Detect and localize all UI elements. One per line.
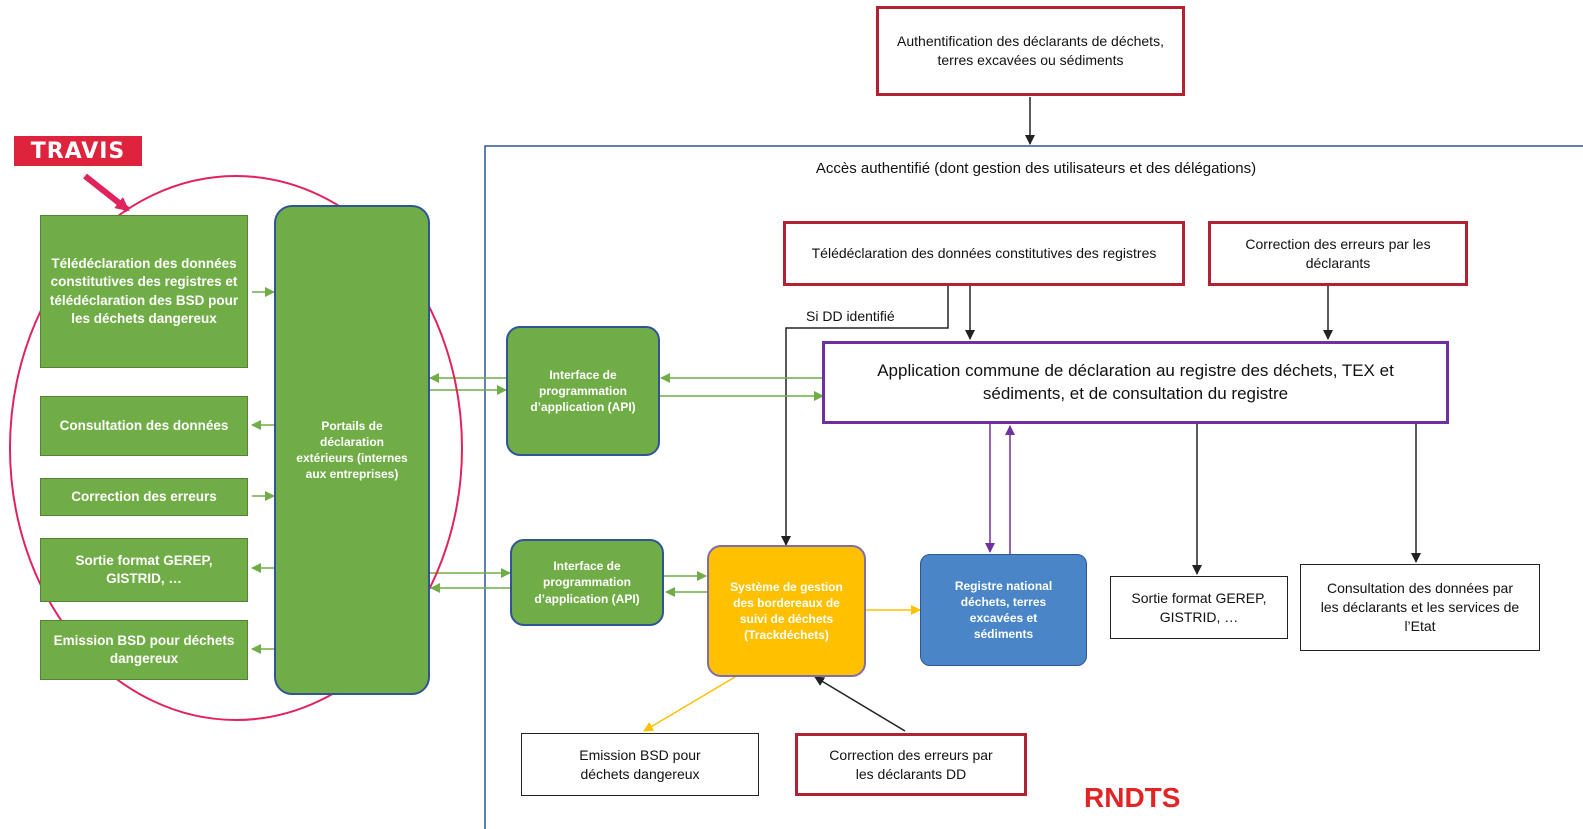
authenticated-area-frame (484, 145, 1583, 829)
correction-top-box: Correction des erreurs par les déclarant… (1208, 221, 1468, 286)
left-action-consultation: Consultation des données (40, 396, 248, 456)
trackdechets-box: Système de gestion des bordereaux de sui… (707, 545, 866, 677)
logo-text: TRAVIS (30, 138, 126, 164)
highlight-pointer-arrow (83, 173, 130, 213)
arrow-correction-dd-to-trackdechets (814, 676, 906, 732)
application-box: Application commune de déclaration au re… (822, 341, 1449, 424)
sortie-right-box: Sortie format GEREP, GISTRID, … (1110, 576, 1288, 639)
left-action-sortie: Sortie format GEREP, GISTRID, … (40, 538, 248, 602)
registre-box: Registre national déchets, terres excavé… (920, 554, 1087, 666)
emission-bottom-box: Emission BSD pour déchets dangereux (521, 733, 759, 796)
highlight-ellipse (9, 175, 463, 721)
travis-logo: TRAVIS (14, 136, 142, 166)
api-box-top: Interface de programmation d’application… (506, 326, 660, 456)
arrow-trackdechets-to-emission (643, 676, 736, 732)
authenticated-area-title: Accès authentifié (dont gestion des util… (815, 160, 1257, 177)
auth-box: Authentification des déclarants de déche… (876, 6, 1185, 96)
correction-dd-box: Correction des erreurs par les déclarant… (795, 733, 1027, 796)
portal-box: Portails de déclaration extérieurs (inte… (274, 205, 430, 695)
rndts-label: RNDTS (1084, 782, 1181, 813)
left-action-teledeclaration: Télédéclaration des données constitutive… (40, 215, 248, 368)
teledeclaration-box: Télédéclaration des données constitutive… (783, 221, 1185, 286)
consultation-right-box: Consultation des données par les déclara… (1300, 564, 1540, 651)
api-box-bottom: Interface de programmation d’application… (510, 539, 664, 626)
arrow-si-dd (781, 286, 949, 546)
si-dd-label: Si DD identifié (800, 308, 901, 324)
left-action-emission: Emission BSD pour déchets dangereux (40, 620, 248, 680)
left-action-correction: Correction des erreurs (40, 478, 248, 516)
